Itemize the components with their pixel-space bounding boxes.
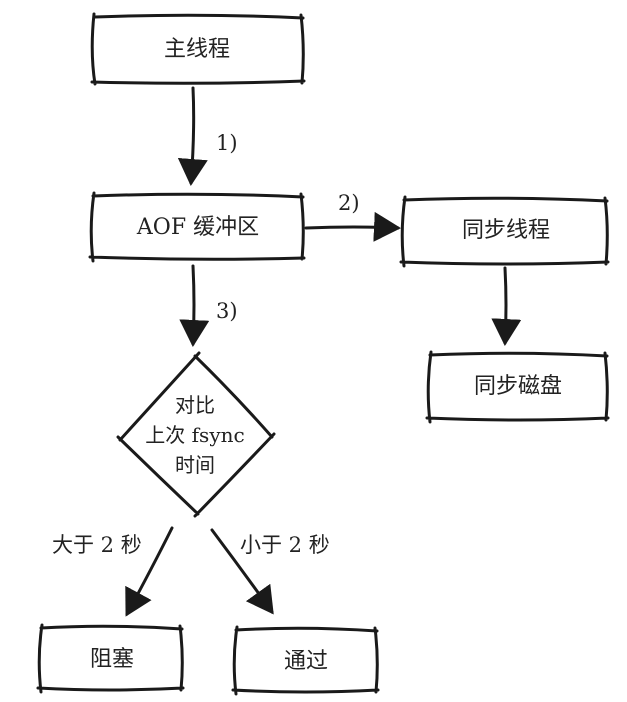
sync-disk-node: 同步磁盘 <box>425 350 610 424</box>
decision-node: 对比 上次 fsync 时间 <box>116 351 276 518</box>
block-node: 阻塞 <box>36 623 185 694</box>
edge-decision-to-block: 大于 2 秒 <box>52 526 174 617</box>
edge-label-step3: 3) <box>216 299 238 323</box>
aof-buffer-label: AOF 缓冲区 <box>136 215 259 240</box>
decision-line-2: 上次 fsync <box>145 423 244 447</box>
edge-label-more-than-2s: 大于 2 秒 <box>52 533 142 557</box>
decision-line-1: 对比 <box>175 393 215 417</box>
block-label: 阻塞 <box>90 647 134 672</box>
sync-thread-label: 同步线程 <box>462 218 550 243</box>
edge-sync-thread-to-disk <box>491 266 522 346</box>
decision-line-3: 时间 <box>175 453 215 477</box>
edge-decision-to-pass: 小于 2 秒 <box>210 528 330 615</box>
pass-label: 通过 <box>284 649 328 674</box>
sync-thread-node: 同步线程 <box>399 195 610 268</box>
main-thread-label: 主线程 <box>164 37 230 62</box>
sync-disk-label: 同步磁盘 <box>474 374 562 399</box>
aof-buffer-node: AOF 缓冲区 <box>88 191 306 263</box>
edge-label-less-than-2s: 小于 2 秒 <box>240 533 330 557</box>
pass-node: 通过 <box>231 625 380 696</box>
edge-main-to-buffer: 1) <box>177 86 238 186</box>
edge-label-step1: 1) <box>216 131 238 155</box>
edge-buffer-to-decision: 3) <box>179 264 238 347</box>
edge-label-step2: 2) <box>338 191 360 215</box>
edge-buffer-to-sync-thread: 2) <box>304 191 401 242</box>
main-thread-node: 主线程 <box>90 12 306 86</box>
